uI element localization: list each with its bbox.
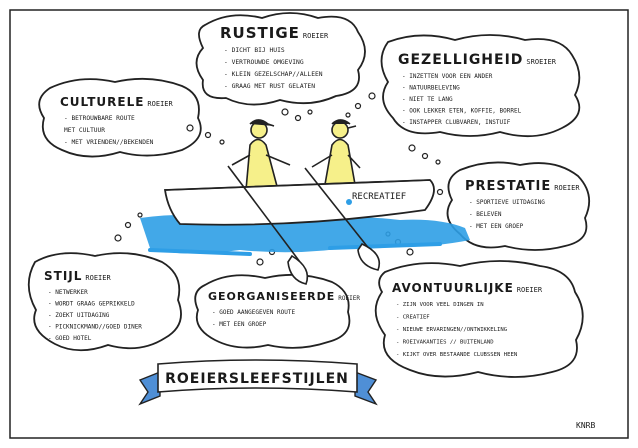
cloud-item-prestatie: - BELEVEN	[469, 211, 502, 218]
cloud-item-rustige: - VERTROUWDE OMGEVING	[224, 59, 304, 66]
rower-right	[311, 119, 361, 191]
frame-border	[9, 9, 629, 439]
cloud-item-prestatie: - MET EEN GROEP	[469, 223, 524, 230]
cloud-item-avontuurlijke: - ROEIVAKANTIES // BUITENLAND	[396, 340, 494, 346]
cloud-prestatie	[446, 161, 591, 251]
cloud-subtitle-rustige: ROEIER	[303, 32, 329, 40]
cloud-item-gezelligheid: - OOK LEKKER ETEN, KOFFIE, BORREL	[402, 108, 522, 115]
cloud-stijl	[27, 252, 182, 352]
cloud-georganiseerde	[194, 273, 351, 349]
title-banner	[138, 359, 378, 406]
thought-dots	[114, 92, 444, 266]
cloud-item-stijl: - PICKNICKMAND//GOED DINER	[48, 324, 142, 331]
cloud-title-stijl: STIJL	[44, 269, 82, 283]
cloud-item-georganiseerde: - GOED AANGEGEVEN ROUTE	[212, 309, 295, 316]
cloud-item-gezelligheid: - INSTAPPER CLUBVAREN, INSTUIF	[402, 119, 511, 126]
signature: KNRB	[576, 421, 595, 430]
oars	[227, 165, 381, 285]
cloud-item-rustige: - KLEIN GEZELSCHAP//ALLEEN	[224, 71, 323, 78]
cloud-item-prestatie: - SPORTIEVE UITDAGING	[469, 199, 545, 206]
cloud-gezelligheid	[380, 34, 581, 138]
cloud-subtitle-avontuurlijke: ROEIER	[517, 286, 543, 294]
cloud-item-stijl: - WORDT GRAAG GEPRIKKELD	[48, 301, 135, 308]
boat-dot	[346, 199, 352, 205]
banner-title: ROEIERSLEEFSTIJLEN	[165, 371, 349, 387]
cloud-rustige	[195, 12, 366, 106]
cloud-item-culturele: - MET VRIENDEN//BEKENDEN	[64, 139, 154, 146]
cloud-subtitle-georganiseerde: ROEIER	[338, 295, 360, 302]
rower-left	[231, 119, 291, 191]
boat-rim	[164, 179, 431, 191]
cloud-avontuurlijke	[374, 260, 584, 378]
cloud-culturele	[38, 77, 202, 158]
cloud-title-rustige: RUSTIGE	[220, 24, 300, 42]
cloud-subtitle-gezelligheid: SROEIER	[526, 58, 556, 66]
cloud-item-stijl: - ZOEKT UITDAGING	[48, 312, 110, 319]
cloud-item-avontuurlijke: - NIEUWE ERVARINGEN//ONTWIKKELING	[396, 327, 508, 333]
cloud-subtitle-stijl: ROEIER	[85, 274, 111, 282]
cloud-item-avontuurlijke: - ZIJN VOOR VEEL DINGEN IN	[396, 302, 484, 308]
boat-hull	[163, 179, 435, 226]
cloud-item-gezelligheid: - INZETTEN VOOR EEN ANDER	[402, 73, 493, 80]
cloud-item-gezelligheid: - NATUURBELEVING	[402, 85, 460, 92]
boat-label: RECREATIEF	[352, 192, 406, 202]
cloud-item-culturele: MET CULTUUR	[64, 127, 105, 134]
cloud-item-avontuurlijke: - CREATIEF	[396, 315, 430, 321]
cloud-title-culturele: CULTURELE	[60, 95, 144, 109]
cloud-subtitle-prestatie: ROEIER	[554, 184, 580, 192]
cloud-title-prestatie: PRESTATIE	[465, 179, 551, 194]
cloud-item-rustige: - DICHT BIJ HUIS	[224, 47, 285, 54]
cloud-item-rustige: - GRAAG MET RUST GELATEN	[224, 83, 315, 90]
cloud-item-gezelligheid: - NIET TE LANG	[402, 96, 453, 103]
cloud-title-gezelligheid: GEZELLIGHEID	[398, 52, 523, 68]
cloud-title-avontuurlijke: AVONTUURLIJKE	[392, 281, 514, 295]
cloud-item-stijl: - NETWERKER	[48, 289, 88, 296]
cloud-item-georganiseerde: - MET EEN GROEP	[212, 321, 267, 328]
cloud-subtitle-culturele: ROEIER	[147, 100, 173, 108]
cloud-item-culturele: - BETROUWBARE ROUTE	[64, 115, 135, 122]
cloud-title-georganiseerde: GEORGANISEERDE	[208, 290, 335, 303]
cloud-item-stijl: - GOED HOTEL	[48, 335, 92, 342]
cloud-item-avontuurlijke: - KIJKT OVER BESTAANDE CLUBSSEN HEEN	[396, 352, 517, 358]
